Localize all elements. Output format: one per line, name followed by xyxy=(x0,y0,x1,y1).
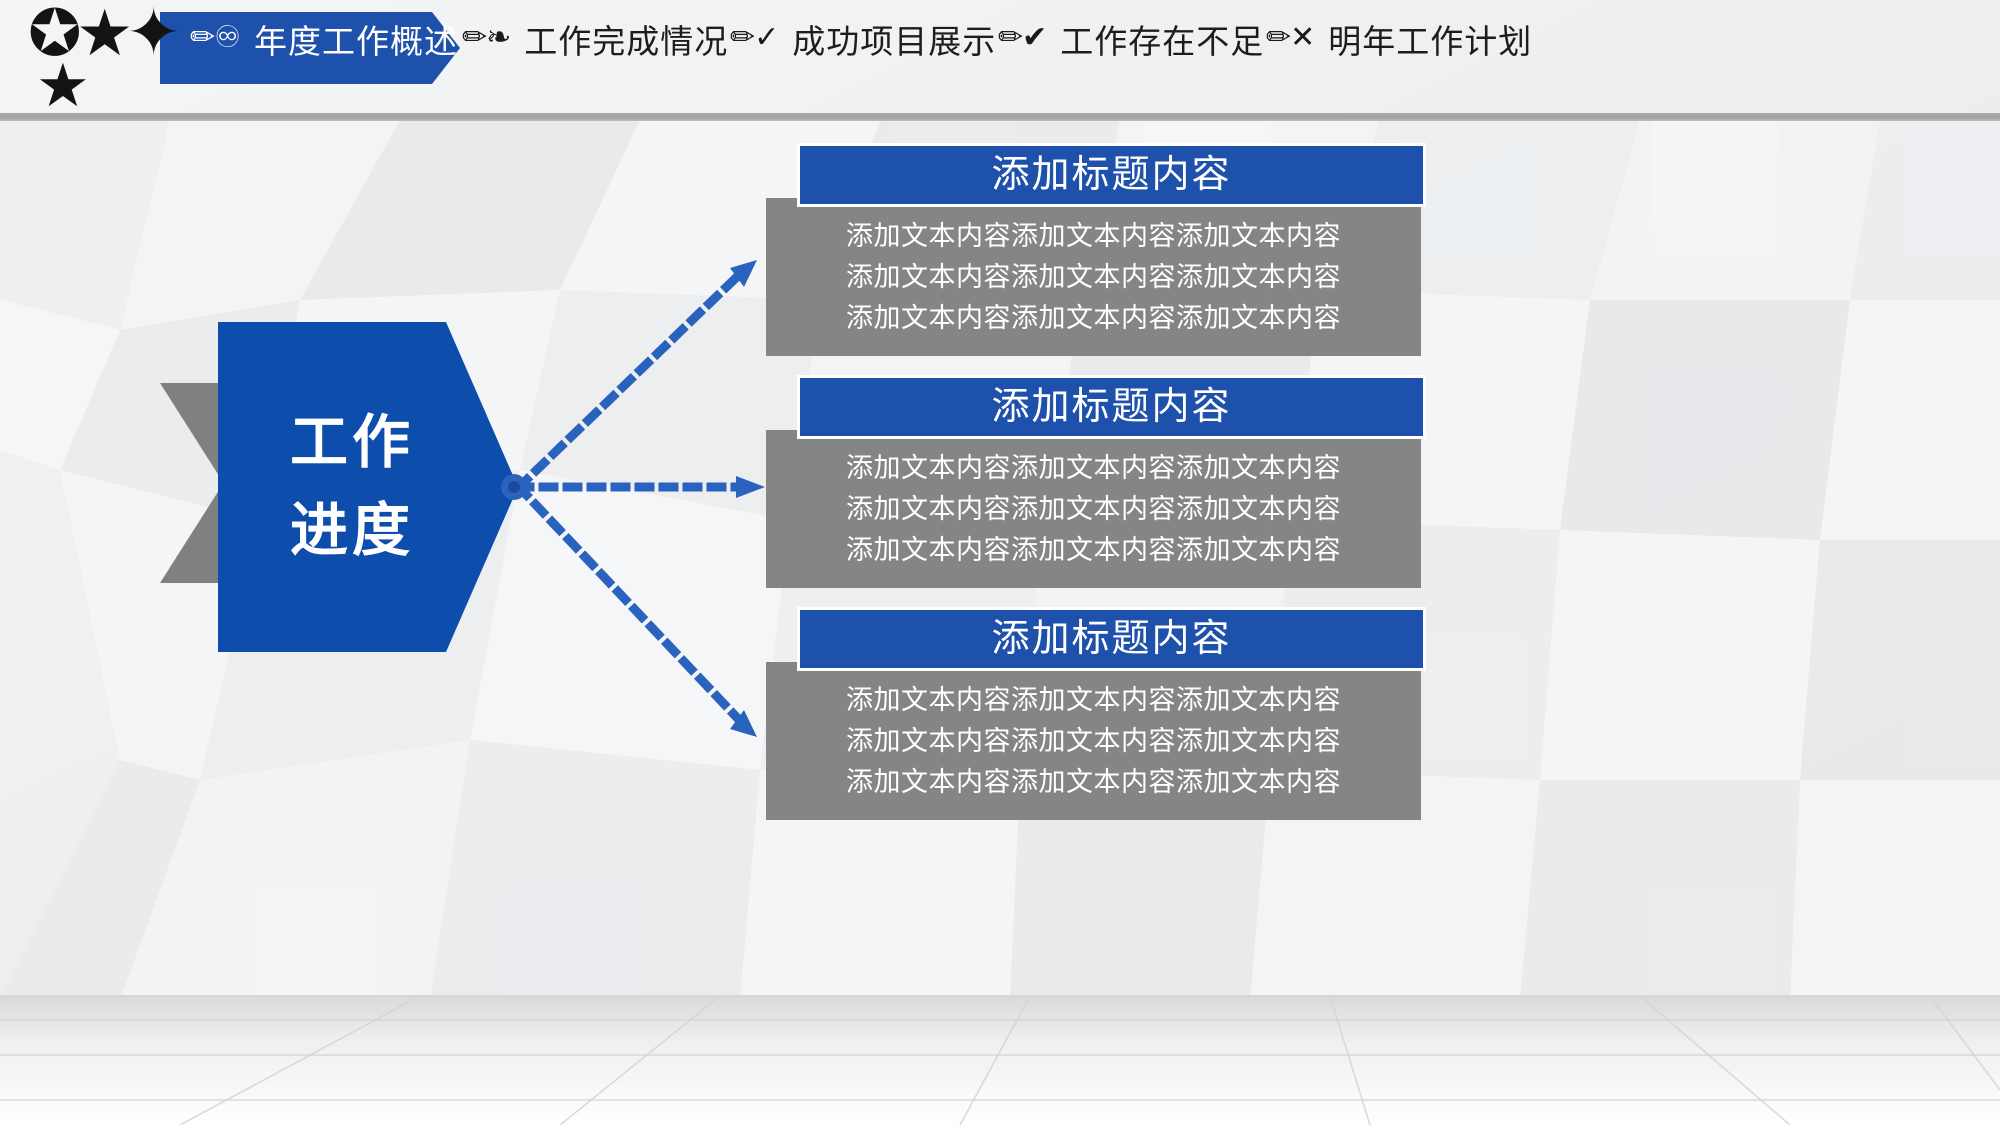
nav-item-work-completion[interactable]: ✏❧ 工作完成情况 xyxy=(462,10,760,94)
card-title: 添加标题内容 xyxy=(991,618,1232,660)
card-text-line: 添加文本内容添加文本内容添加文本内容 xyxy=(846,261,1341,292)
card-text-line: 添加文本内容添加文本内容添加文本内容 xyxy=(846,452,1341,483)
pencil-check-bold-icon: ✏✔ xyxy=(998,20,1047,55)
connector-line-top xyxy=(512,265,749,494)
card-body: 添加文本内容添加文本内容添加文本内容 添加文本内容添加文本内容添加文本内容 添加… xyxy=(766,662,1421,820)
nav-item-annual-overview[interactable]: ✏♾ 年度工作概述 xyxy=(190,10,490,94)
content-card[interactable]: 添加文本内容添加文本内容添加文本内容 添加文本内容添加文本内容添加文本内容 添加… xyxy=(766,375,1426,588)
blue-arrow-shape xyxy=(218,322,518,652)
card-text-line: 添加文本内容添加文本内容添加文本内容 xyxy=(846,766,1341,797)
pencil-bullet-icon: ✏❧ xyxy=(462,20,511,55)
arrowhead-middle xyxy=(736,476,765,498)
connector-line-bottom xyxy=(512,480,749,730)
pencil-check-icon: ✏✓ xyxy=(730,20,779,55)
nav-item-label: 工作完成情况 xyxy=(524,23,729,60)
nav-item-label: 年度工作概述 xyxy=(254,23,459,60)
card-text-line: 添加文本内容添加文本内容添加文本内容 xyxy=(846,493,1341,524)
nav-item-successful-projects[interactable]: ✏✓ 成功项目展示 xyxy=(730,10,1028,94)
arrowhead-bottom xyxy=(730,710,757,737)
nav-item-label: 明年工作计划 xyxy=(1328,23,1533,60)
nav-item-next-year-plan[interactable]: ✏✕ 明年工作计划 xyxy=(1266,10,1564,94)
nav-item-shortcomings[interactable]: ✏✔ 工作存在不足 xyxy=(998,10,1296,94)
active-tab-chevron-shape xyxy=(160,12,460,84)
pencil-cross-icon: ✏✕ xyxy=(1266,20,1315,55)
card-header[interactable]: 添加标题内容 xyxy=(797,143,1426,207)
card-text-line: 添加文本内容添加文本内容添加文本内容 xyxy=(846,684,1341,715)
pencil-infinity-icon: ✏♾ xyxy=(190,20,241,55)
card-header[interactable]: 添加标题内容 xyxy=(797,607,1426,671)
top-navigation-bar: ✪ ★ ✦ ★ ✏♾ 年度工作概述 ✏❧ 工作完成情况 ✏✓ 成功项目展示 ✏✔… xyxy=(0,0,2000,120)
card-header[interactable]: 添加标题内容 xyxy=(797,375,1426,439)
content-card[interactable]: 添加文本内容添加文本内容添加文本内容 添加文本内容添加文本内容添加文本内容 添加… xyxy=(766,607,1426,820)
card-title: 添加标题内容 xyxy=(991,386,1232,428)
card-text-line: 添加文本内容添加文本内容添加文本内容 xyxy=(846,725,1341,756)
card-title: 添加标题内容 xyxy=(991,154,1232,196)
arrowhead-top xyxy=(730,260,757,287)
card-text-line: 添加文本内容添加文本内容添加文本内容 xyxy=(846,302,1341,333)
star-filled-lower-icon: ★ xyxy=(36,51,90,121)
card-text-line: 添加文本内容添加文本内容添加文本内容 xyxy=(846,534,1341,565)
content-card[interactable]: 添加文本内容添加文本内容添加文本内容 添加文本内容添加文本内容添加文本内容 添加… xyxy=(766,143,1426,356)
connector-hub-node xyxy=(501,474,527,500)
star-four-point-icon: ✦ xyxy=(126,0,182,71)
star-filled-icon: ★ xyxy=(76,0,134,71)
card-body: 添加文本内容添加文本内容添加文本内容 添加文本内容添加文本内容添加文本内容 添加… xyxy=(766,430,1421,588)
nav-divider-bar xyxy=(0,113,2000,121)
nav-item-label: 工作存在不足 xyxy=(1060,23,1265,60)
card-body: 添加文本内容添加文本内容添加文本内容 添加文本内容添加文本内容添加文本内容 添加… xyxy=(766,198,1421,356)
card-text-line: 添加文本内容添加文本内容添加文本内容 xyxy=(846,220,1341,251)
star-circle-icon: ✪ xyxy=(28,0,82,71)
nav-item-label: 成功项目展示 xyxy=(792,23,997,60)
